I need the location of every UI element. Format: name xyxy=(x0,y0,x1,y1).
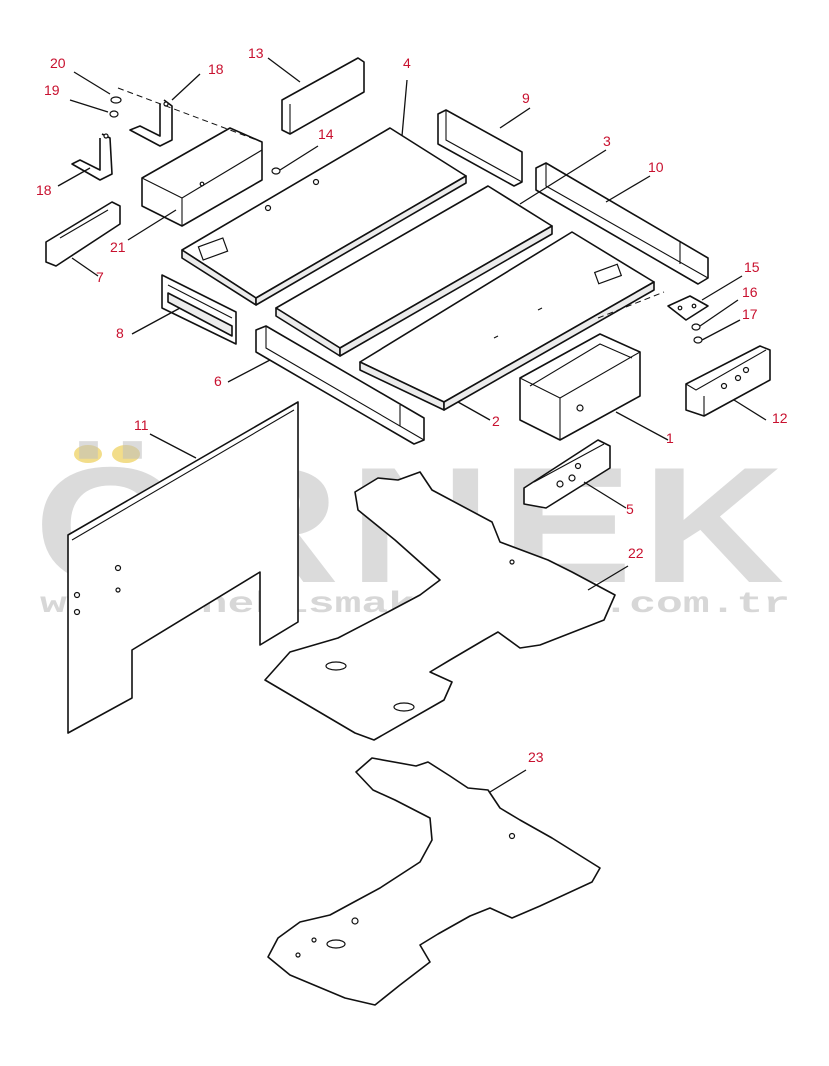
part-7-left-cover xyxy=(45,201,121,267)
callout-5: 5 xyxy=(626,501,634,517)
callout-6: 6 xyxy=(214,373,222,389)
callout-4: 4 xyxy=(403,55,411,71)
callout-12: 12 xyxy=(772,410,788,426)
assembly-lines xyxy=(117,87,665,319)
callout-17: 17 xyxy=(742,306,758,322)
part-23-lower-floor-mat xyxy=(267,757,601,1006)
leader-lines xyxy=(57,57,767,793)
callout-18-upper: 18 xyxy=(208,61,224,77)
part-11-rear-panel xyxy=(67,401,299,734)
part-6-front-bolster xyxy=(255,325,425,445)
watermark-umlaut-dot-left xyxy=(74,445,102,463)
callout-20: 20 xyxy=(50,55,66,71)
part-18-upper-bracket xyxy=(129,99,173,147)
part-4-seat-cushion xyxy=(181,127,467,306)
callout-19: 19 xyxy=(44,82,60,98)
part-12-end-block xyxy=(685,345,771,417)
part-22-floor-mat xyxy=(264,471,616,741)
part-13-top-pad xyxy=(281,57,365,135)
part-19-bolt xyxy=(109,110,119,118)
part-21-bracket-box xyxy=(141,127,263,227)
part-14-nut xyxy=(271,167,281,175)
callout-labels: 20 19 18 13 4 9 3 10 14 18 21 7 8 6 2 1 … xyxy=(36,45,788,765)
callout-18-lower: 18 xyxy=(36,182,52,198)
callout-11: 11 xyxy=(134,417,149,433)
callout-22: 22 xyxy=(628,545,644,561)
callout-21: 21 xyxy=(110,239,126,255)
part-5-side-block xyxy=(523,439,611,509)
part-1-battery-tray xyxy=(519,333,641,441)
part-10-right-bolster xyxy=(535,162,709,285)
callout-10: 10 xyxy=(648,159,664,175)
callout-8: 8 xyxy=(116,325,124,341)
callout-7: 7 xyxy=(96,269,104,285)
part-8-left-side-box xyxy=(161,274,237,345)
part-20-washer xyxy=(110,96,122,104)
part-2-front-cushion xyxy=(359,231,655,411)
callout-9: 9 xyxy=(522,90,530,106)
watermark-umlaut-dot-right xyxy=(112,445,140,463)
callout-13: 13 xyxy=(248,45,264,61)
callout-2: 2 xyxy=(492,413,500,429)
callout-3: 3 xyxy=(603,133,611,149)
fasteners xyxy=(109,96,703,344)
part-3-middle-cushion xyxy=(275,185,553,357)
part-9-right-pad xyxy=(437,109,523,187)
callout-15: 15 xyxy=(744,259,760,275)
callout-16: 16 xyxy=(742,284,758,300)
callout-1: 1 xyxy=(666,430,674,446)
part-15-small-plate xyxy=(667,295,709,321)
callout-14: 14 xyxy=(318,126,334,142)
callout-23: 23 xyxy=(528,749,544,765)
part-16-washer xyxy=(691,323,701,331)
part-17-bolt xyxy=(693,336,703,344)
part-18-lower-bracket xyxy=(71,133,113,181)
